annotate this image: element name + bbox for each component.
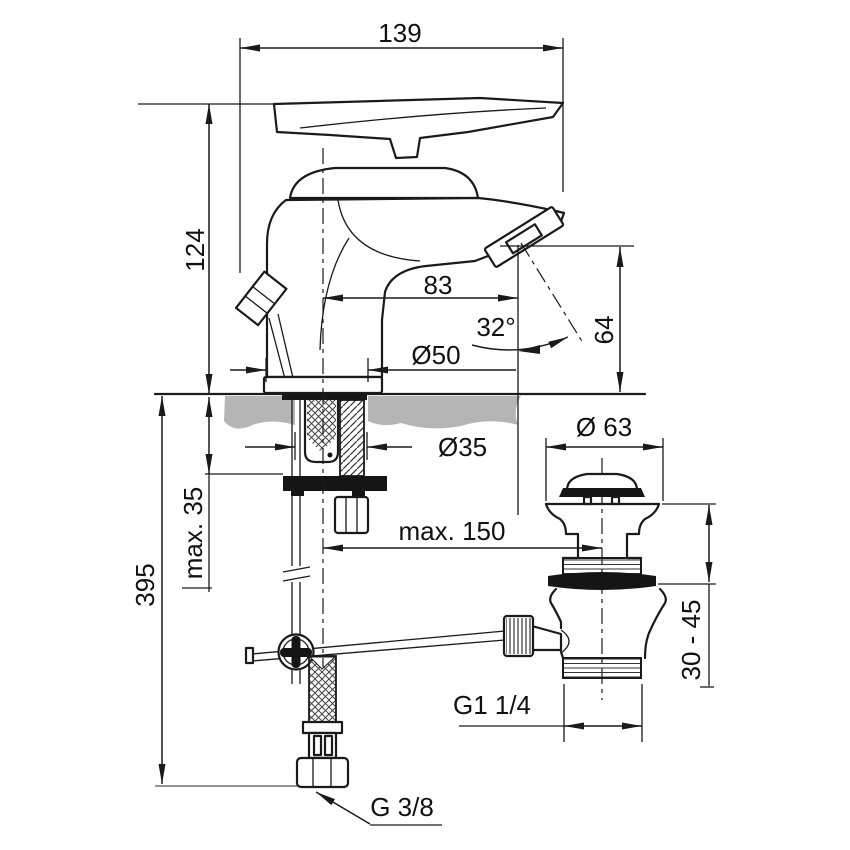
shank-and-hose	[283, 398, 387, 535]
dim-spout-angle: 32°	[471, 312, 569, 354]
dim-base-diameter: Ø50	[230, 340, 516, 382]
waste-tail-thread	[562, 657, 642, 679]
dim-shank-diameter-label: Ø35	[438, 432, 487, 462]
waste-plug-cap	[559, 472, 645, 506]
waste-lower-body	[502, 587, 667, 679]
dim-max-deck-thickness: max. 35	[178, 397, 283, 592]
faucet-body-and-spout	[265, 196, 566, 379]
mounting-hex-nut	[333, 495, 370, 535]
dimension-annotations: 139 124 83 32° 64 Ø50	[130, 18, 716, 826]
counter-slab-right	[368, 396, 521, 429]
base-gasket	[282, 393, 367, 400]
dim-waste-thread: G1 1/4	[453, 684, 643, 742]
dim-waste-plug-diameter-label: Ø 63	[576, 412, 632, 442]
dim-outlet-height: 64	[500, 245, 634, 392]
dim-outlet-height-label: 64	[589, 316, 619, 345]
dim-shank-diameter: Ø35	[245, 432, 487, 462]
hose-connector	[307, 731, 338, 760]
waste-rubber-gasket	[548, 572, 656, 590]
linkage-port	[502, 614, 563, 658]
hose-top-braid	[307, 400, 336, 452]
hose-guide-tube	[303, 398, 340, 464]
dim-body-height-label: 124	[180, 228, 210, 271]
dim-spout-reach: 83	[323, 245, 519, 515]
spray-axis-centerline	[520, 242, 584, 344]
faucet-body-group	[234, 96, 584, 667]
waste-upper-body	[544, 502, 661, 590]
pop-up-waste-assembly	[502, 458, 667, 700]
counter-deck	[153, 392, 647, 429]
dim-max-deck-thickness-label: max. 35	[178, 487, 208, 580]
dim-body-height: 124	[138, 103, 276, 394]
dim-supply-thread: G 3/8	[315, 791, 442, 826]
dim-max-drain-distance: max. 150	[323, 516, 602, 552]
dim-overall-width: 139	[239, 18, 564, 273]
dim-basin-clamp-range-label: 30 - 45	[676, 600, 706, 681]
lever-inner-line	[299, 107, 547, 129]
dim-spout-angle-label: 32°	[476, 312, 515, 342]
mounting-washer	[283, 476, 387, 491]
dim-waste-plug-diameter: Ø 63	[545, 412, 664, 501]
mixer-lever-handle	[272, 96, 565, 160]
hose-collar	[301, 720, 344, 735]
rod-break-symbol	[282, 566, 311, 582]
flexible-supply-hose	[295, 655, 350, 789]
counter-slab-left	[224, 396, 295, 429]
dim-supply-thread-label: G 3/8	[370, 792, 434, 822]
dim-waste-thread-label: G1 1/4	[453, 690, 531, 720]
cross-joint	[277, 633, 315, 671]
dim-max-drain-distance-label: max. 150	[399, 516, 506, 546]
hose-end-dot	[327, 452, 333, 458]
dim-supply-hose-length: 395	[130, 396, 297, 787]
dim-spout-reach-label: 83	[424, 270, 453, 300]
threaded-mounting-stud	[339, 399, 365, 477]
cartridge-dome	[288, 166, 480, 200]
link-rod-end-cap	[244, 646, 255, 665]
pop-up-linkage	[244, 630, 506, 671]
dim-overall-width-label: 139	[378, 18, 421, 48]
dim-basin-clamp-range: 30 - 45	[658, 503, 716, 688]
hose-hex-nut	[295, 756, 350, 789]
dim-supply-hose-length-label: 395	[130, 563, 160, 606]
dim-base-diameter-label: Ø50	[411, 340, 460, 370]
under-deck-assembly	[282, 398, 387, 684]
